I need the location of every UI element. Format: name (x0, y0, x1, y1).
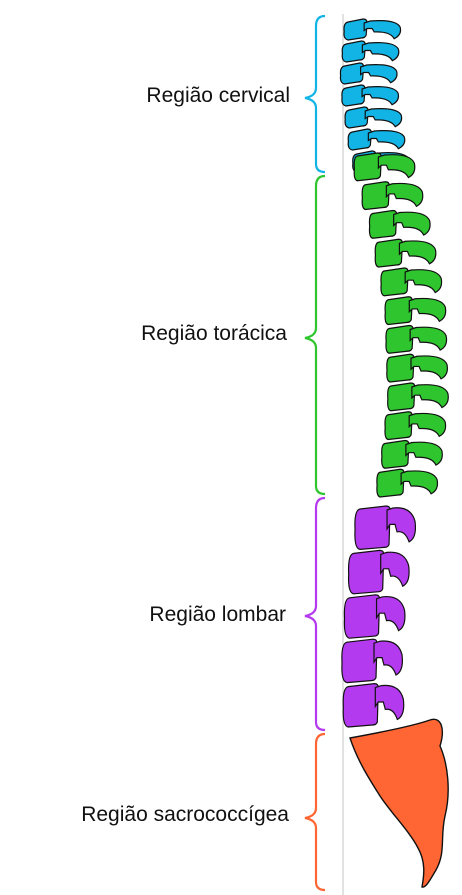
vertebra-cervical-6 (348, 129, 405, 150)
vertebra-cervical-1 (344, 19, 401, 40)
spinous-process (361, 65, 397, 83)
spinous-process (364, 21, 400, 39)
spinous-process (394, 212, 430, 235)
spinous-process (387, 508, 415, 542)
vertebrae (340, 19, 448, 727)
cervical-brace (305, 16, 325, 172)
vertebra-lumbar-2 (349, 550, 410, 593)
spinous-process (406, 442, 442, 465)
vertebral-body (342, 639, 377, 682)
spinous-process (412, 385, 448, 408)
vertebral-body (387, 354, 414, 382)
spinous-process (401, 471, 437, 494)
vertebra-cervical-4 (342, 85, 399, 106)
vertebra-cervical-2 (342, 41, 399, 62)
spinous-process (405, 270, 441, 293)
vertebra-thoracic-10 (385, 412, 446, 440)
region-label-cervical: Região cervical (146, 84, 290, 108)
spinous-process (374, 641, 402, 675)
lumbar-brace (305, 498, 325, 730)
vertebra-lumbar-5 (343, 684, 404, 727)
vertebra-thoracic-1 (354, 153, 415, 181)
vertebral-body (375, 239, 402, 267)
vertebra-thoracic-12 (377, 469, 438, 497)
vertebra-thoracic-3 (369, 211, 430, 239)
vertebra-thoracic-2 (362, 182, 423, 210)
spinous-process (386, 183, 422, 206)
region-label-lumbar: Região lombar (149, 603, 286, 627)
vertebral-body (377, 469, 404, 497)
vertebral-body (385, 297, 412, 325)
spinous-process (410, 327, 446, 350)
spinous-process (381, 552, 409, 586)
spinous-process (378, 155, 414, 178)
spinous-process (409, 298, 445, 321)
vertebral-body (344, 595, 379, 638)
vertebral-body (362, 182, 389, 210)
vertebra-thoracic-5 (381, 268, 442, 296)
sacrococcygeal-brace (305, 734, 325, 890)
vertebral-body (385, 412, 412, 440)
vertebra-thoracic-4 (375, 239, 436, 267)
vertebra-thoracic-6 (385, 297, 446, 325)
vertebral-body (381, 268, 408, 296)
vertebra-lumbar-1 (355, 506, 416, 549)
spinous-process (365, 109, 401, 127)
vertebra-thoracic-7 (386, 326, 447, 354)
thoracic-brace (305, 176, 325, 494)
sacrum (350, 719, 448, 887)
spinous-process (377, 597, 405, 631)
vertebral-body (343, 684, 378, 727)
spinous-process (409, 413, 445, 436)
vertebra-lumbar-3 (344, 595, 405, 638)
vertebra-cervical-3 (340, 63, 397, 84)
vertebral-body (354, 153, 381, 181)
vertebral-body (355, 506, 390, 549)
spinous-process (362, 43, 398, 61)
region-label-thoracic: Região torácica (141, 322, 287, 346)
vertebral-body (349, 550, 384, 593)
spinous-process (368, 131, 404, 149)
vertebra-cervical-5 (345, 107, 402, 128)
spinous-process (399, 241, 435, 264)
vertebra-thoracic-9 (388, 383, 449, 411)
vertebra-thoracic-11 (382, 441, 443, 469)
spinous-process (375, 685, 403, 719)
region-label-sacrococcygeal: Região sacrococcígea (81, 803, 289, 827)
vertebra-lumbar-4 (342, 639, 403, 682)
vertebral-body (369, 211, 396, 239)
vertebral-body (388, 383, 415, 411)
vertebral-body (382, 441, 409, 469)
vertebra-thoracic-8 (387, 354, 448, 382)
spinous-process (411, 356, 447, 379)
spinous-process (362, 87, 398, 105)
vertebral-body (386, 326, 413, 354)
